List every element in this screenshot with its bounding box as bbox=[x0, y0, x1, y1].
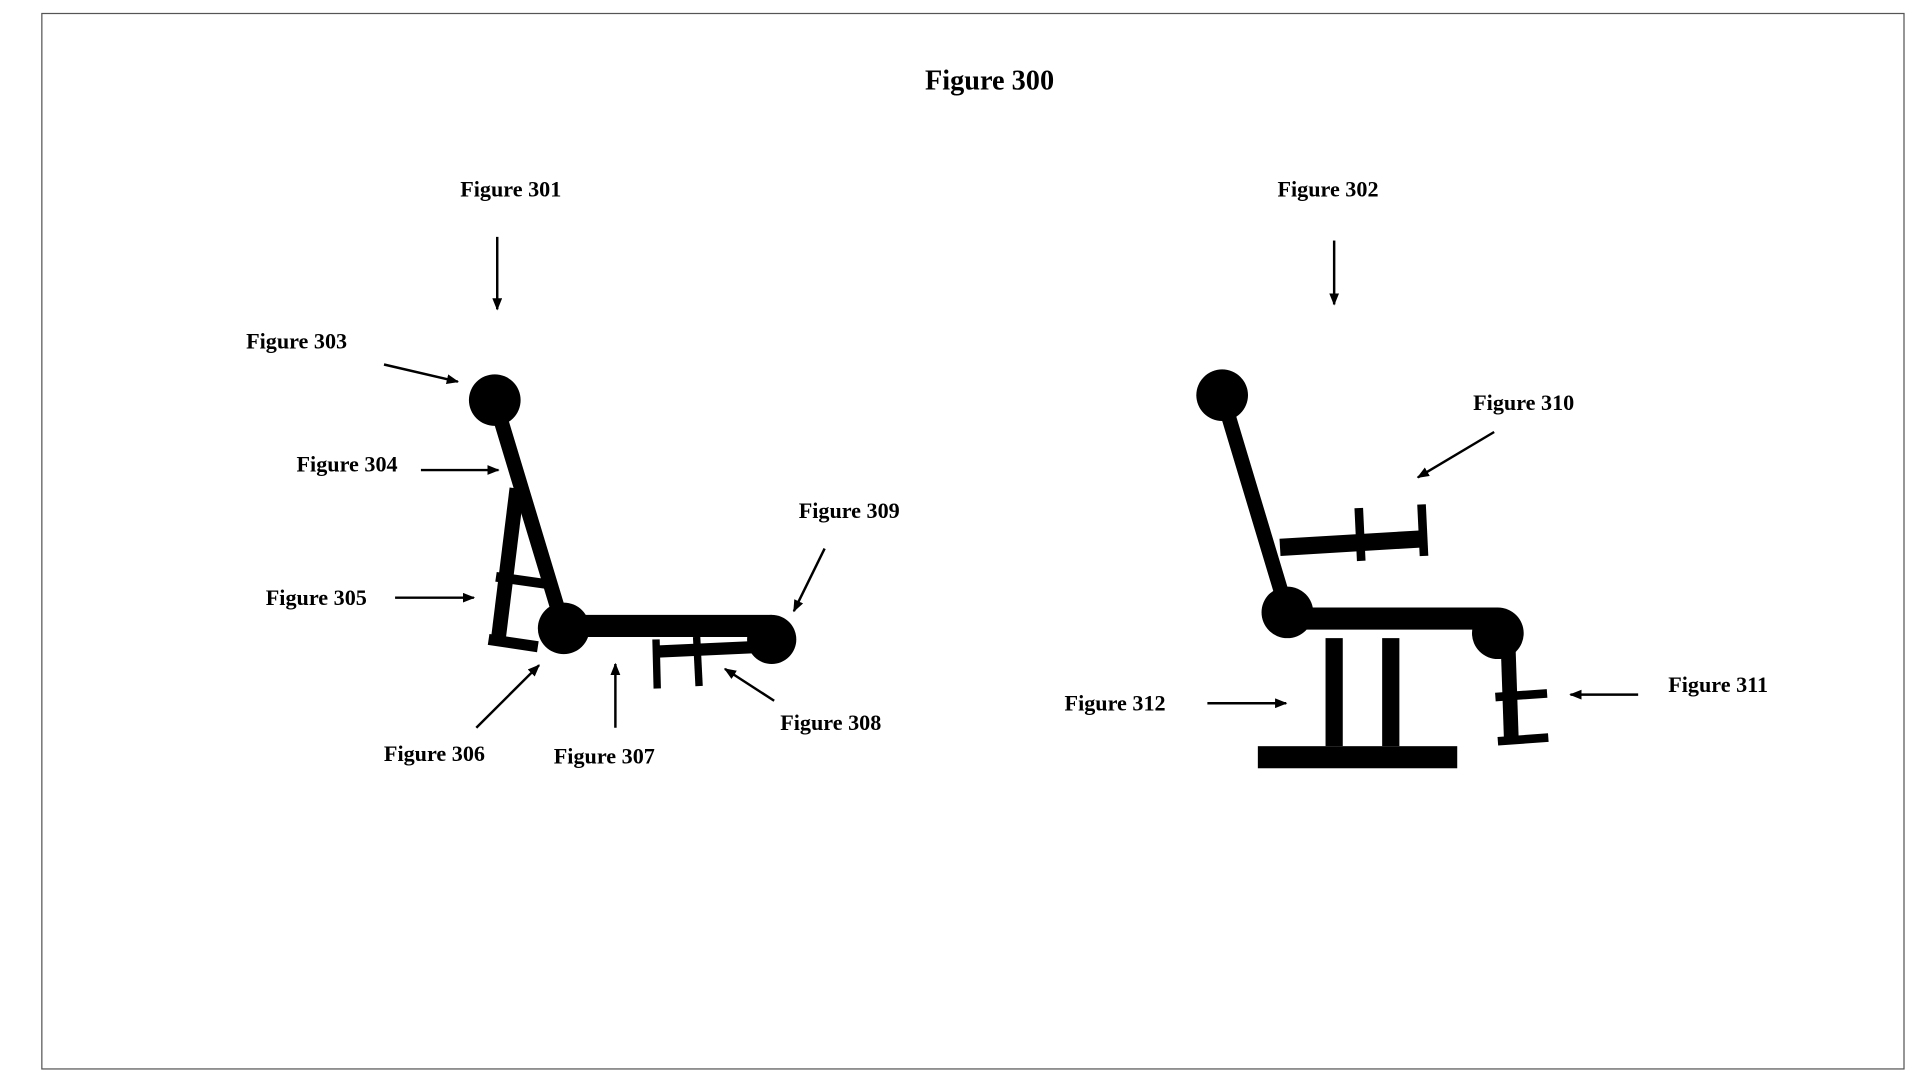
figure-302-callouts bbox=[1207, 240, 1639, 709]
label-figure-311: Figure 311 bbox=[1668, 672, 1768, 697]
label-figure-309: Figure 309 bbox=[799, 498, 900, 523]
label-figure-302: Figure 302 bbox=[1277, 176, 1378, 201]
frame-border bbox=[41, 12, 1905, 1070]
label-figure-308: Figure 308 bbox=[780, 710, 881, 735]
figure-title: Figure 300 bbox=[925, 66, 1054, 97]
figure-301-callouts bbox=[383, 236, 826, 729]
figure-302-chair-upright bbox=[1196, 369, 1549, 769]
label-figure-312: Figure 312 bbox=[1065, 691, 1166, 716]
label-figure-310: Figure 310 bbox=[1473, 390, 1574, 415]
label-figure-306: Figure 306 bbox=[384, 741, 485, 766]
figure-301-chair-folded bbox=[468, 374, 797, 689]
label-figure-301: Figure 301 bbox=[460, 176, 561, 201]
label-figure-307: Figure 307 bbox=[554, 743, 655, 768]
label-figure-305: Figure 305 bbox=[266, 585, 367, 610]
label-figure-304: Figure 304 bbox=[297, 451, 398, 476]
label-figure-303: Figure 303 bbox=[246, 329, 347, 354]
